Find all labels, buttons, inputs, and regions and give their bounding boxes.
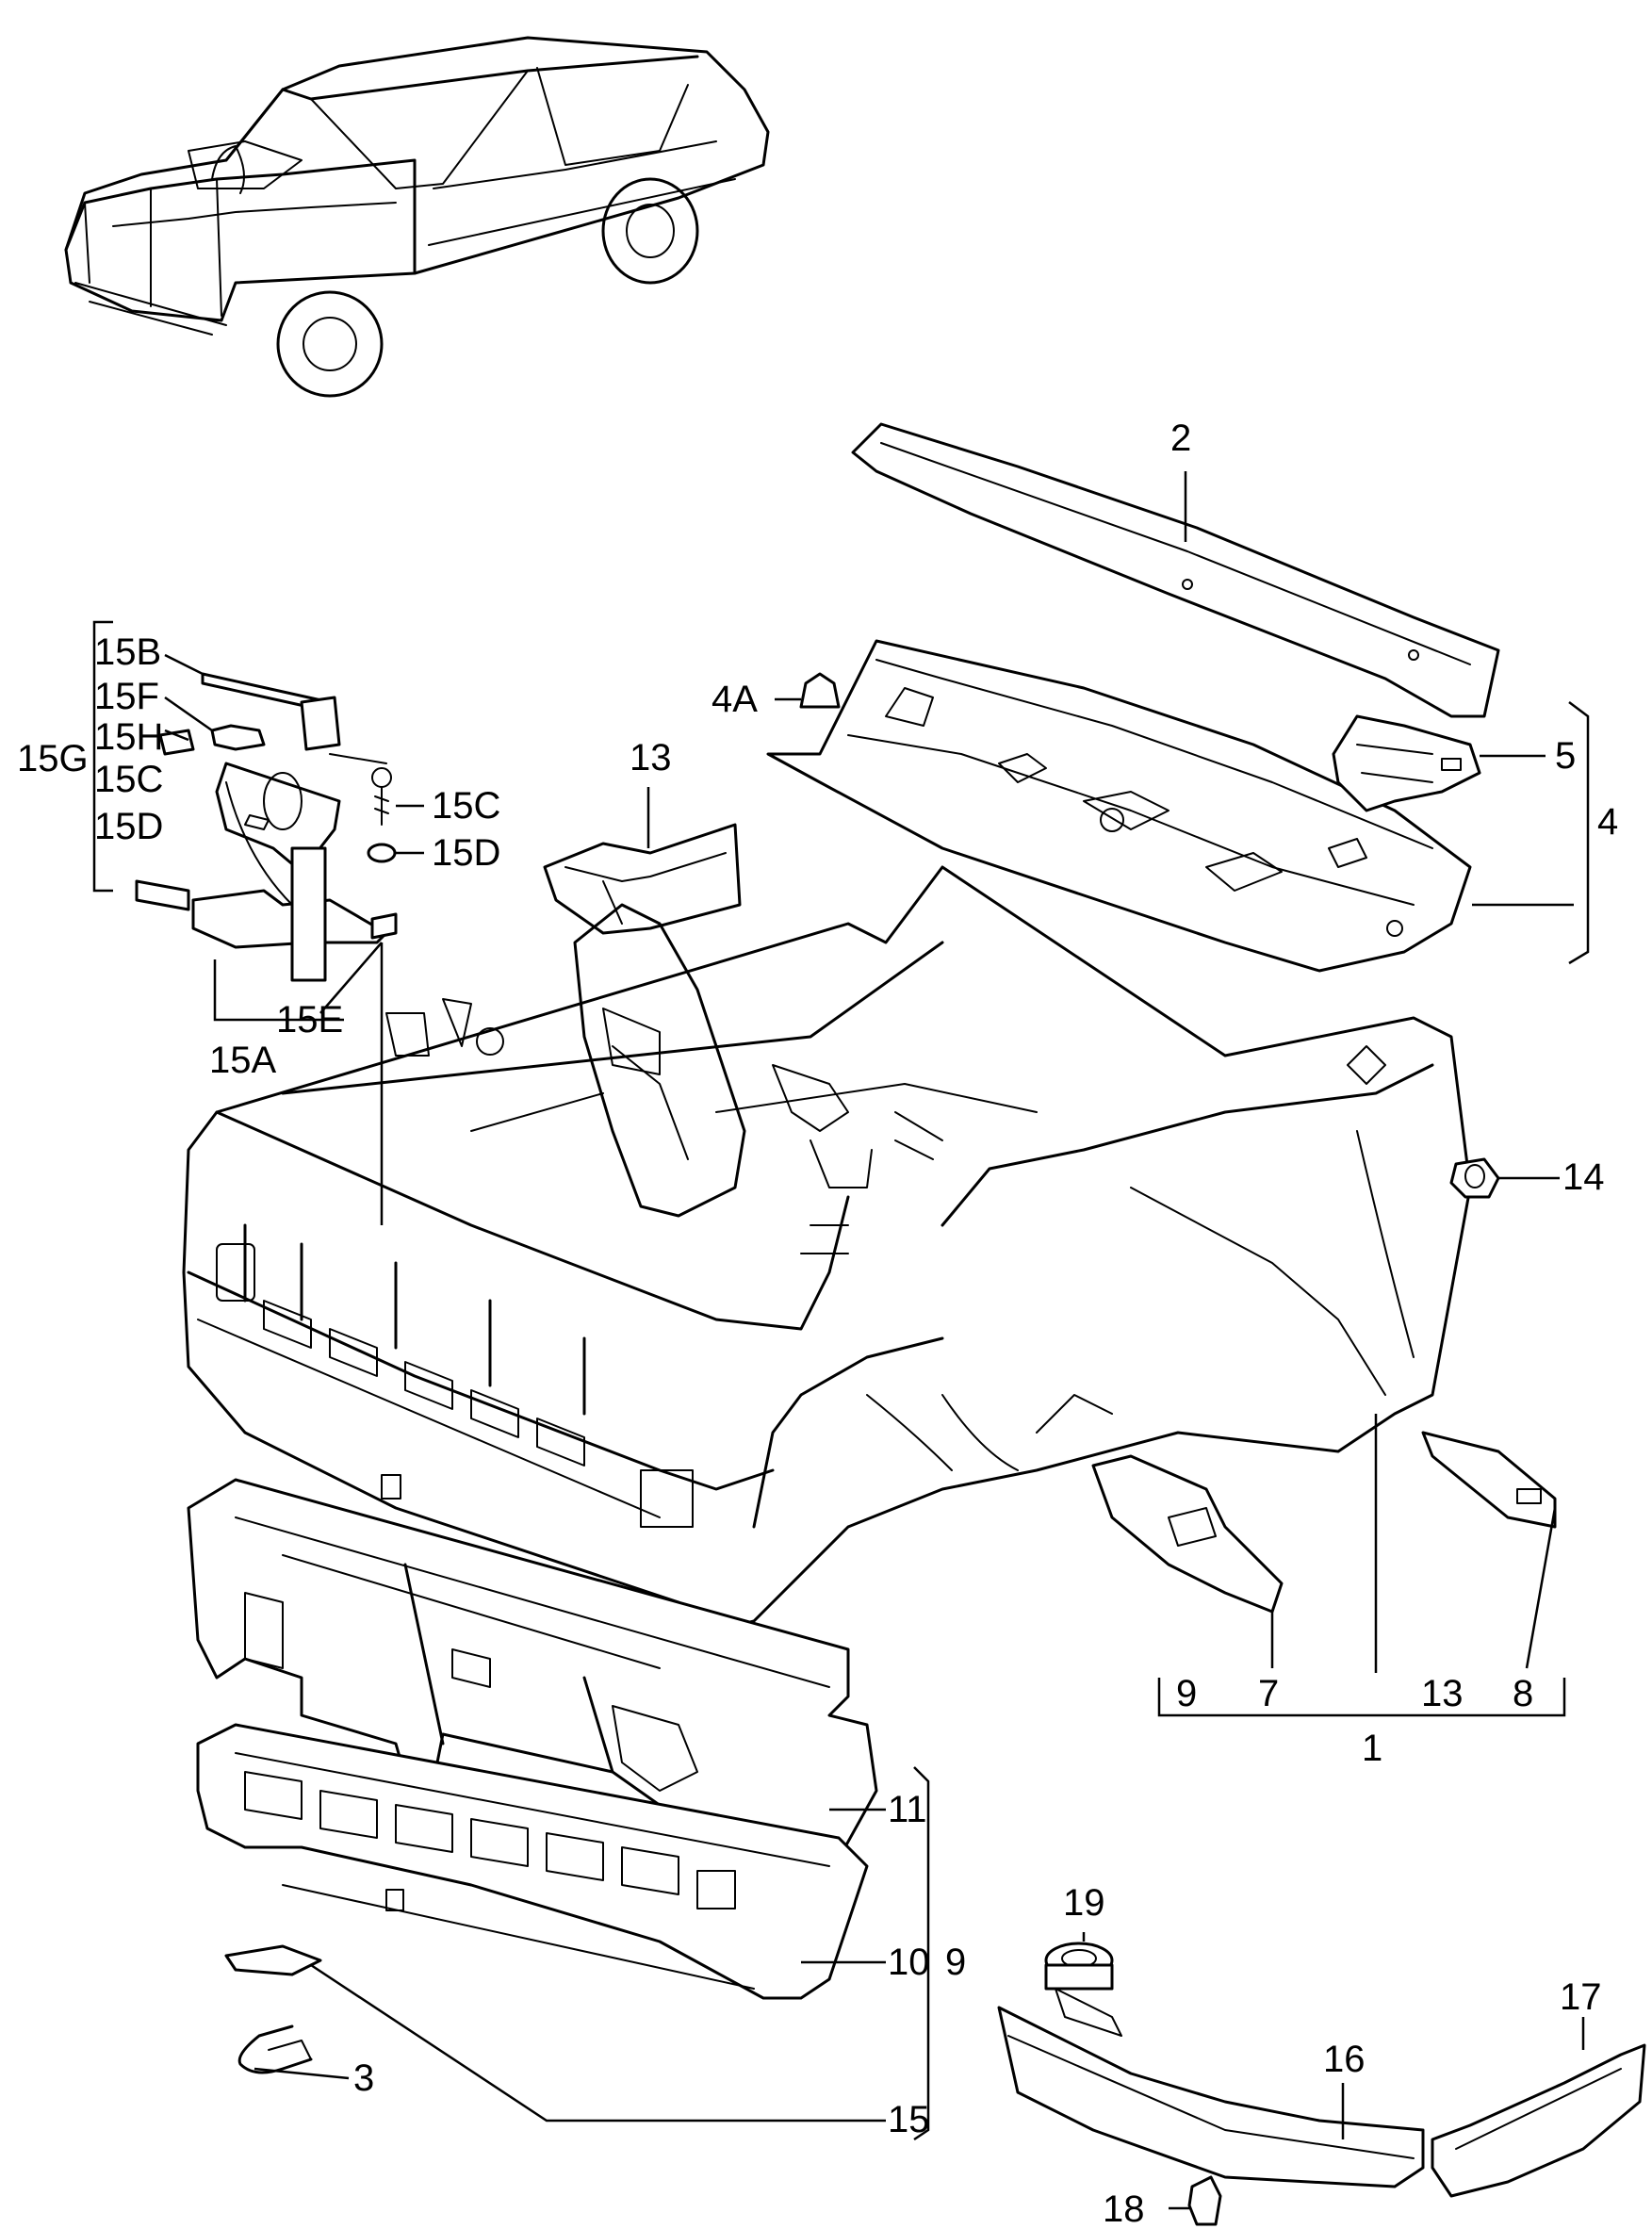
label-2: 2	[1170, 418, 1191, 459]
label-15h: 15H	[94, 716, 163, 758]
label-15f: 15F	[94, 676, 159, 717]
part-17-end-piece	[1431, 2043, 1646, 2198]
label-15e: 15E	[276, 999, 343, 1041]
part-14-grommet	[1449, 1157, 1500, 1199]
part-4a-cap	[799, 672, 841, 709]
part-19-tape-roll	[1044, 1942, 1122, 2037]
part-5-bracket	[1332, 714, 1481, 812]
label-15c-left: 15C	[94, 759, 163, 800]
label-10: 10	[888, 1942, 930, 1983]
part-8-strip	[1421, 1431, 1557, 1529]
part-13-bracket	[543, 823, 742, 935]
label-15c: 15C	[432, 785, 500, 827]
label-17: 17	[1560, 1976, 1602, 2018]
label-15a: 15A	[209, 1040, 276, 1081]
part-15-plate	[224, 1944, 322, 1976]
label-19: 19	[1063, 1882, 1105, 1924]
label-5: 5	[1555, 735, 1576, 777]
part-10-grille-panel	[196, 1723, 869, 2000]
part-7-piece	[1091, 1454, 1284, 1614]
label-4: 4	[1597, 801, 1618, 843]
label-11: 11	[888, 1789, 927, 1830]
label-13-top: 13	[630, 737, 672, 779]
label-15b: 15B	[94, 631, 161, 673]
label-9-bottom: 9	[1176, 1673, 1197, 1714]
part-3-clip	[237, 2024, 313, 2074]
part-2-panel	[851, 422, 1500, 718]
part-15-group	[135, 672, 398, 982]
label-7: 7	[1258, 1673, 1279, 1714]
label-15: 15	[888, 2099, 930, 2140]
label-16: 16	[1323, 2039, 1366, 2080]
leader-lines	[164, 471, 1585, 2210]
part-18-pin	[1187, 2175, 1222, 2226]
label-4a: 4A	[712, 679, 758, 720]
part-16-bumper	[997, 2006, 1425, 2188]
car-overview-illustration	[64, 36, 770, 398]
part-4-bulkhead	[766, 639, 1472, 973]
label-14: 14	[1562, 1156, 1605, 1198]
part-11-front-panel	[187, 1478, 878, 1887]
label-18: 18	[1103, 2188, 1145, 2229]
label-8: 8	[1513, 1673, 1533, 1714]
front-body-shell	[182, 865, 1472, 1632]
label-15d: 15D	[432, 832, 500, 874]
label-15g: 15G	[17, 738, 89, 779]
label-3: 3	[353, 2057, 374, 2099]
label-13-bottom: 13	[1421, 1673, 1464, 1714]
label-1: 1	[1362, 1728, 1382, 1769]
label-9-right: 9	[945, 1942, 966, 1983]
callout-labels: 2 4A 5 4 13 15B 15F 15H 15G 15C 15D 15C …	[17, 418, 1618, 2229]
label-15d-left: 15D	[94, 806, 163, 847]
brackets	[92, 620, 1590, 2141]
